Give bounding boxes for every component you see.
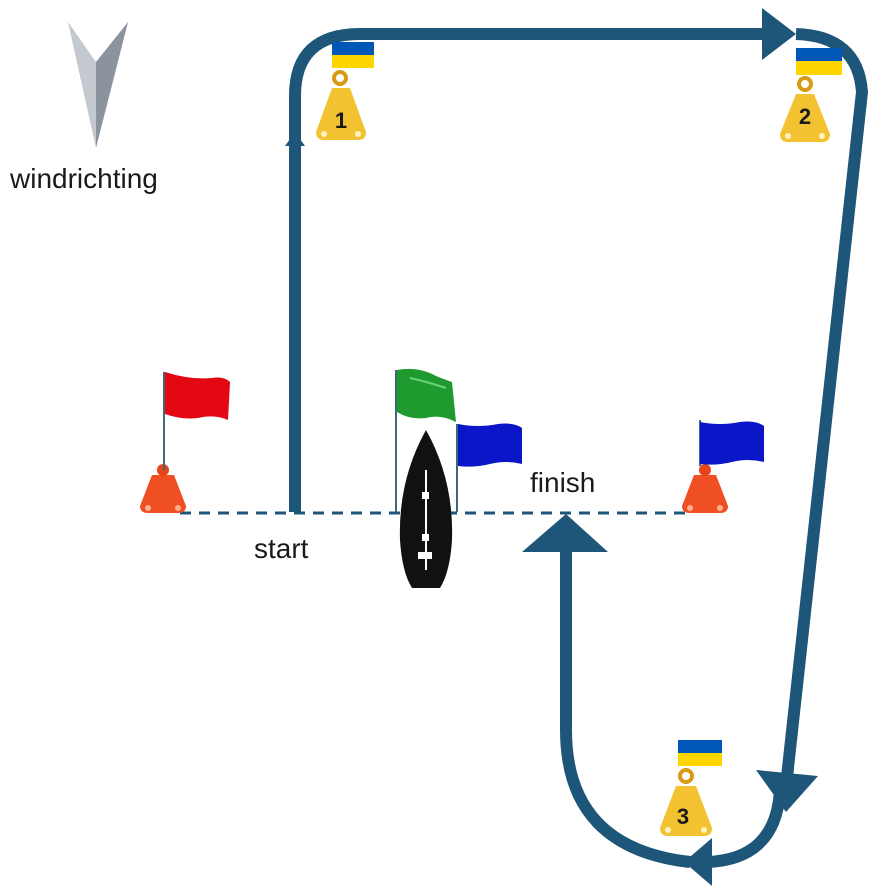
course-rounding-mark-3 [705,789,786,868]
start-buoy-icon [140,464,186,513]
finish-buoy-icon [682,464,728,513]
course-arrowhead-left [684,838,712,886]
course-rounding-mark-1 [289,28,772,132]
red-flag-icon [163,372,230,470]
course-leg-mark-2-to-mark-3 [780,28,869,787]
mark-1-buoy-icon [316,42,374,140]
finish-label: finish [530,467,595,498]
mark-2-buoy-icon [780,48,842,142]
wind-label: windrichting [9,163,158,194]
wind-direction-arrow-icon [68,22,128,148]
course-leg-mark-3-to-finish [560,552,691,868]
mark-2-number: 2 [799,104,811,129]
sailboat-icon [399,430,453,588]
course-arrowhead-down [756,770,818,812]
mark-3-number: 3 [677,804,689,829]
start-label: start [254,533,309,564]
course-arrowhead-finish [522,514,608,552]
course-arrowhead-up [285,132,305,146]
blue-flag-icon [456,423,522,512]
mark-3-buoy-icon [660,740,722,836]
blue-flag-icon [699,420,764,466]
mark-1-number: 1 [335,108,347,133]
green-flag-icon [395,368,456,512]
course-arrowhead-right [762,8,796,60]
